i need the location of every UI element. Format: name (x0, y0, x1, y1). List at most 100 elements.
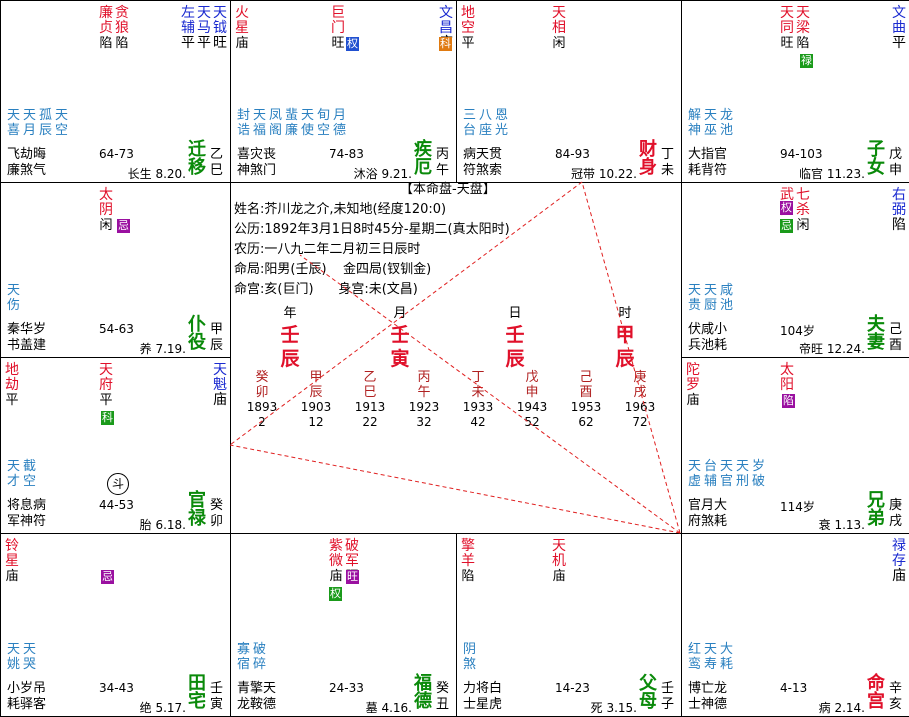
changsheng-stage: 绝 5.17. (139, 701, 186, 715)
shen-sha: 小岁吊耗驿客 (7, 681, 47, 712)
changsheng-stage: 死 3.15. (590, 701, 637, 715)
minor-star: 旬空 (317, 108, 331, 138)
sihua-badge: 权 (780, 201, 793, 215)
assist-star-2[interactable]: 天钺旺 (213, 5, 227, 51)
pillar-branch: 辰 (615, 348, 635, 370)
dou-jun-marker: 斗 (107, 473, 129, 495)
minor-stars: 寡宿破碎 (237, 642, 269, 672)
palace-name[interactable]: 命宫 (867, 673, 885, 712)
da-xian-range: 24-33 (329, 681, 364, 695)
minor-star: 天寿 (704, 642, 718, 672)
palace-ganzhi: 庚戌 (889, 498, 903, 529)
brightness: 旺 (213, 35, 227, 51)
major-star-1[interactable]: 贪狼陷 (115, 5, 129, 52)
major-star-1[interactable]: 七杀闲 (796, 187, 810, 234)
assist-star-1[interactable]: 天马平 (197, 5, 211, 51)
major-star-1[interactable]: 巨门旺 (331, 5, 345, 52)
major-star-1[interactable]: 天府平 (99, 362, 113, 409)
major-star-0[interactable]: 天同旺 (780, 5, 794, 52)
pillar-stem: 壬 (505, 324, 525, 346)
major-star-1[interactable]: 天机庙 (552, 538, 566, 585)
assist-star-0[interactable]: 天魁庙 (213, 362, 227, 408)
major-star-0[interactable]: 铃星庙 (5, 538, 19, 585)
palace-name[interactable]: 福德 (414, 673, 432, 712)
birth-info-line: 命局:阳男(壬辰) 金四局(钗钏金) (234, 262, 432, 277)
minor-star: 天福 (253, 108, 267, 138)
pillar-label: 月 (393, 306, 407, 321)
major-star-0[interactable]: 陀罗庙 (686, 362, 700, 409)
palace-name[interactable]: 田宅 (188, 673, 206, 712)
brightness: 庙 (235, 36, 249, 51)
major-star-0[interactable]: 太阴闲 (99, 187, 113, 234)
major-star-0[interactable]: 地劫平 (5, 362, 19, 409)
palace-name[interactable]: 夫妻 (867, 314, 885, 353)
shen-sha: 大指官耗背符 (688, 147, 728, 178)
shen-sha: 秦华岁书盖建 (7, 322, 47, 353)
brightness: 庙 (329, 569, 343, 584)
brightness: 庙 (892, 568, 906, 584)
minor-star: 天喜 (7, 108, 21, 138)
brightness: 旺 (331, 36, 345, 51)
da-xian-range: 84-93 (555, 147, 590, 161)
assist-star-0[interactable]: 禄存庙 (892, 538, 906, 584)
minor-star: 凤阁 (269, 108, 283, 138)
major-star-1[interactable]: 太阳 (780, 362, 794, 393)
da-xian-range: 64-73 (99, 147, 134, 161)
palace-name[interactable]: 财身 (639, 139, 657, 178)
minor-star: 寡宿 (237, 642, 251, 672)
brightness: 陷 (99, 36, 113, 51)
assist-star-0[interactable]: 左辅平 (181, 5, 195, 51)
pillar-stem: 壬 (390, 324, 410, 346)
palace-name[interactable]: 迁移 (188, 139, 206, 178)
minor-stars: 红鸾天寿大耗 (688, 642, 736, 672)
changsheng-stage: 长生 8.20. (127, 167, 186, 181)
major-star-0[interactable]: 廉贞陷 (99, 5, 113, 52)
palace-name[interactable]: 父母 (639, 673, 657, 712)
palace-name[interactable]: 官禄 (188, 490, 206, 529)
minor-stars: 天喜天月孤辰天空 (7, 108, 71, 138)
palace-ganzhi: 癸卯 (210, 498, 224, 529)
shen-sha: 伏咸小兵池耗 (688, 322, 728, 353)
minor-star: 阴煞 (463, 642, 477, 672)
minor-stars: 三台八座恩光 (463, 108, 511, 138)
minor-star: 天才 (7, 459, 21, 489)
minor-star: 天月 (23, 108, 37, 138)
major-star-0[interactable]: 擎羊陷 (461, 538, 475, 585)
palace-name[interactable]: 疾厄 (414, 139, 432, 178)
minor-stars: 天虚台辅天官天刑岁破 (688, 459, 768, 489)
assist-star-0[interactable]: 文曲平 (892, 5, 906, 51)
palace-ganzhi: 乙巳 (210, 147, 224, 178)
palace-name[interactable]: 兄弟 (867, 490, 885, 529)
major-star-0[interactable]: 火星庙 (235, 5, 249, 52)
brightness: 闲 (552, 36, 566, 51)
minor-star: 红鸾 (688, 642, 702, 672)
major-star-0[interactable]: 地空平 (461, 5, 475, 52)
major-star-1[interactable]: 天梁陷 (796, 5, 810, 52)
major-star-0[interactable]: 紫微庙 (329, 538, 343, 585)
major-star-1[interactable]: 天相闲 (552, 5, 566, 52)
assist-star-0[interactable]: 右弼陷 (892, 187, 906, 233)
palace-name[interactable]: 子女 (867, 139, 885, 178)
palace-name[interactable]: 仆役 (188, 314, 206, 353)
changsheng-stage: 衰 1.13. (818, 518, 865, 532)
